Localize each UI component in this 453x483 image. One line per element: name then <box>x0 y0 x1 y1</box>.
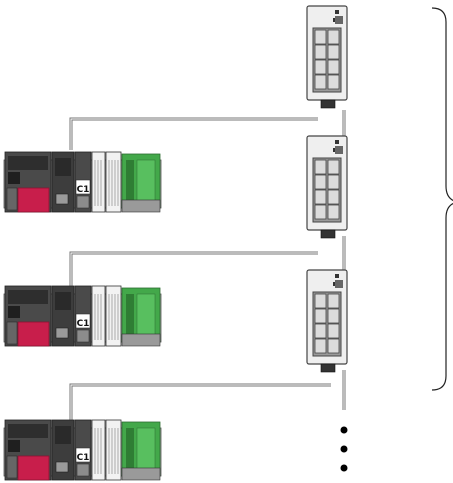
module-label: C1 <box>77 319 90 329</box>
switch-hub-1 <box>306 5 348 109</box>
module-label: C1 <box>77 453 90 463</box>
switch-hub-3 <box>306 269 348 373</box>
switch-hub-2 <box>306 135 348 239</box>
cable-plc-3 <box>69 383 331 420</box>
vertical-ellipsis-icon <box>340 426 348 472</box>
cable-plc-1 <box>69 117 318 150</box>
right-curly-brace-icon <box>431 7 453 391</box>
cable-plc-2 <box>69 251 318 286</box>
module-label: C1 <box>77 185 90 195</box>
plc-station-2: C1 <box>3 285 162 347</box>
plc-station-1: C1 <box>3 151 162 213</box>
plc-station-3: C1 <box>3 419 162 481</box>
